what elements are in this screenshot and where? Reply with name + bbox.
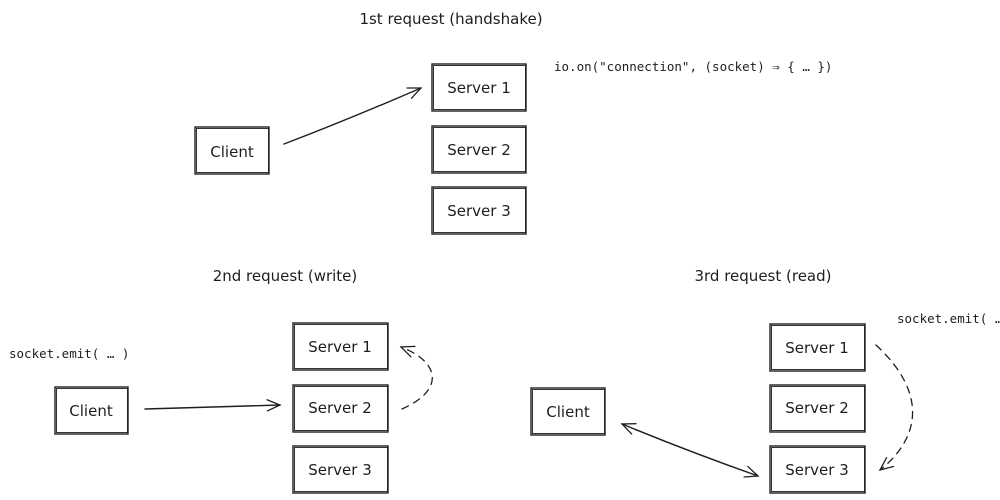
- section-read: 3rd request (read) socket.emit( … Client…: [530, 267, 1000, 494]
- server-label: Server 3: [785, 461, 849, 479]
- arrow-client-to-server-1: [283, 87, 423, 145]
- server-box-3: Server 3: [769, 445, 866, 494]
- server-label: Server 1: [785, 339, 849, 357]
- arrow-client-to-server-2: [144, 399, 282, 412]
- server-label: Server 2: [785, 399, 849, 417]
- client-label: Client: [210, 143, 254, 161]
- section-title-handshake: 1st request (handshake): [359, 10, 542, 28]
- code-snippet-emit: socket.emit( …: [897, 311, 1000, 326]
- server-label: Server 3: [447, 202, 511, 220]
- server-box-1: Server 1: [431, 63, 527, 112]
- client-box: Client: [54, 386, 129, 435]
- server-label: Server 1: [447, 79, 511, 97]
- server-label: Server 2: [308, 399, 372, 417]
- client-label: Client: [546, 403, 590, 421]
- server-box-3: Server 3: [292, 445, 389, 494]
- server-label: Server 1: [308, 338, 372, 356]
- client-box: Client: [194, 126, 270, 175]
- section-title-write: 2nd request (write): [213, 267, 358, 285]
- server-box-3: Server 3: [431, 186, 527, 235]
- server-box-2: Server 2: [431, 125, 527, 174]
- code-snippet-connection: io.on("connection", (socket) ⇒ { … }): [554, 59, 832, 74]
- server-box-1: Server 1: [292, 322, 389, 371]
- server-box-2: Server 2: [292, 384, 389, 433]
- section-write: 2nd request (write) socket.emit( … ) Cli…: [9, 267, 433, 494]
- client-box: Client: [530, 387, 606, 436]
- dashed-arrow-server-1-to-server-3: [875, 344, 914, 471]
- client-label: Client: [69, 402, 113, 420]
- server-label: Server 2: [447, 141, 511, 159]
- server-box-2: Server 2: [769, 384, 866, 433]
- dashed-arrow-server-2-to-server-1: [399, 345, 433, 410]
- server-label: Server 3: [308, 461, 372, 479]
- bidirectional-arrow-client-server-3: [620, 423, 760, 478]
- server-box-1: Server 1: [769, 323, 866, 372]
- section-title-read: 3rd request (read): [694, 267, 831, 285]
- section-handshake: 1st request (handshake) Client Server 1 …: [194, 10, 832, 235]
- code-snippet-emit: socket.emit( … ): [9, 346, 129, 361]
